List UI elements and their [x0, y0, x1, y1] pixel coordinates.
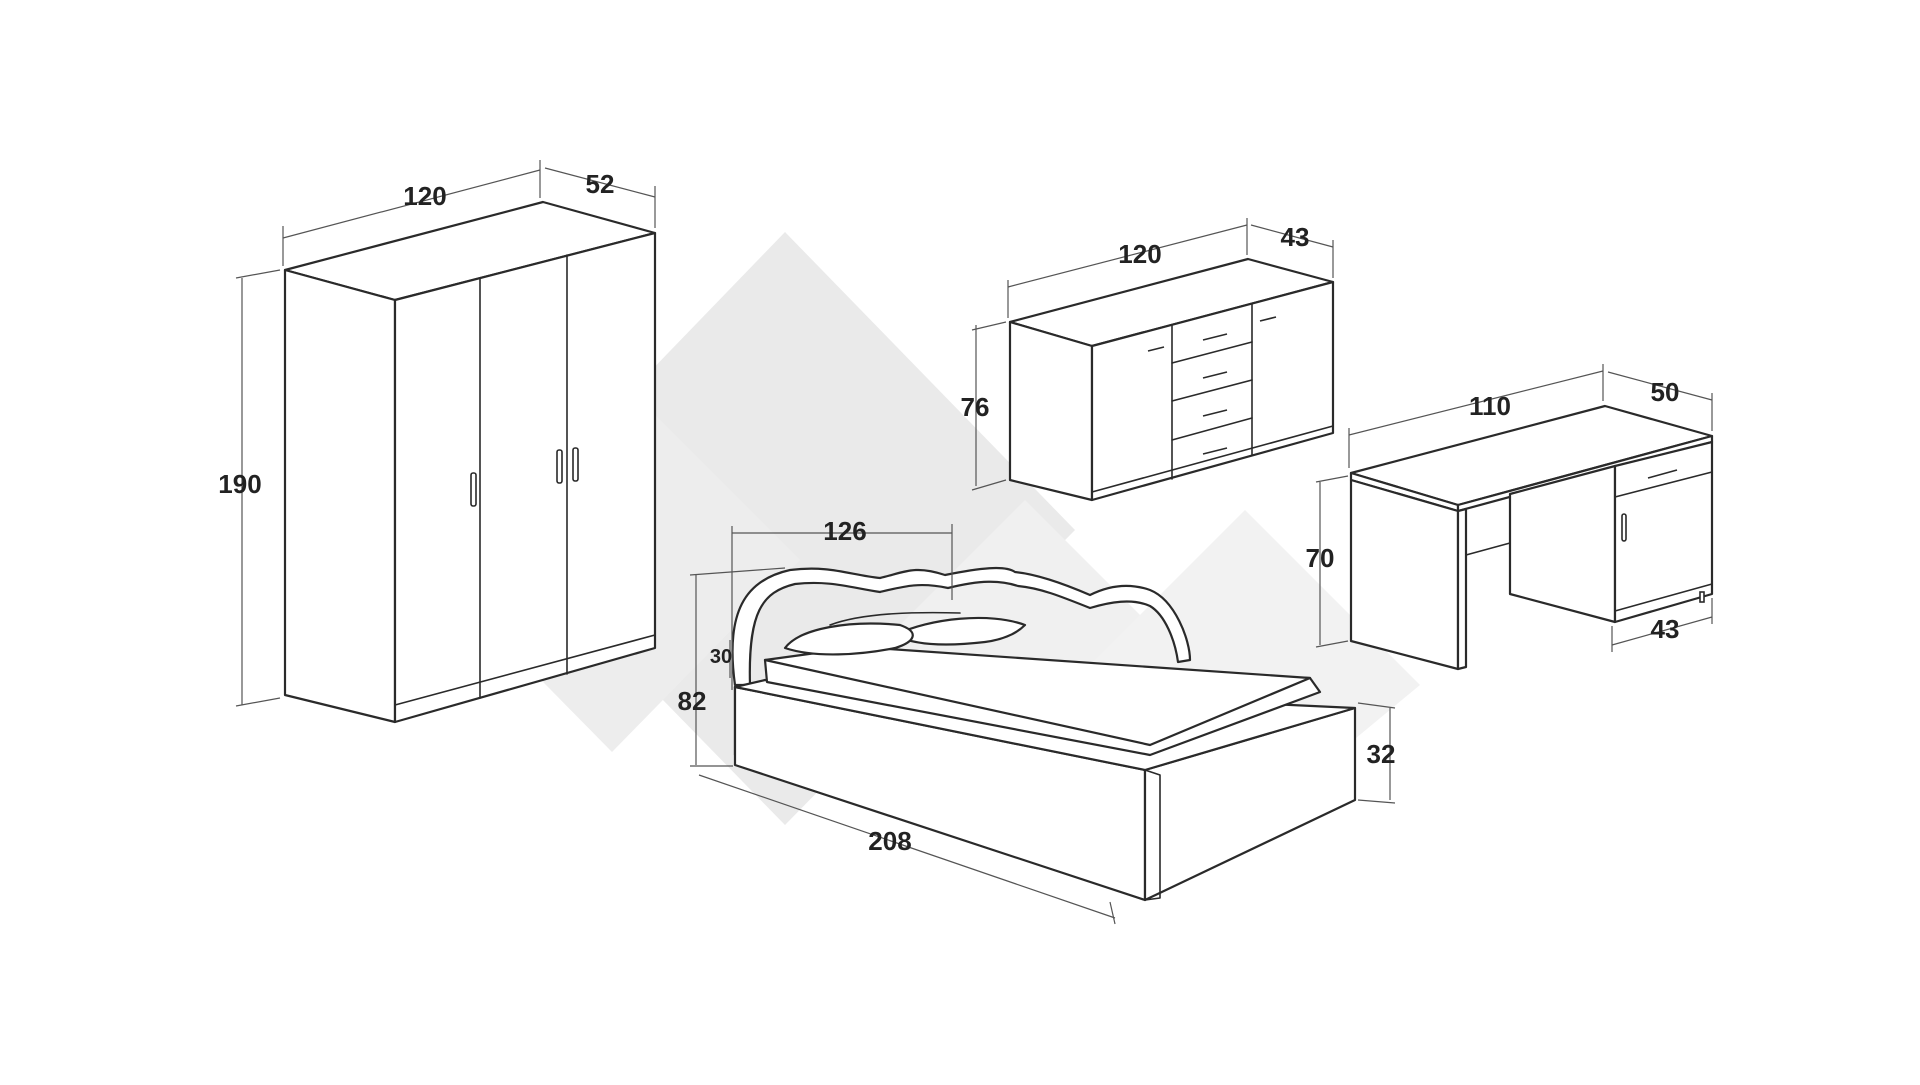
wardrobe-height-label: 190 — [218, 469, 261, 499]
sideboard-drawer-handle-3 — [1202, 409, 1228, 417]
desk-dimension-lines — [1315, 364, 1713, 652]
sideboard — [1008, 257, 1335, 502]
desk-modesty-panel — [1465, 507, 1511, 556]
wardrobe-dimension-lines — [235, 160, 656, 707]
desk-cabinet-depth-label: 43 — [1651, 614, 1680, 644]
sideboard-drawer-handle-2 — [1202, 371, 1228, 379]
sideboard-drawer-handle-4 — [1202, 447, 1228, 455]
desk-drawer-line — [1614, 471, 1713, 498]
desk-height-label: 70 — [1306, 543, 1335, 573]
sideboard-handle-left — [1147, 346, 1165, 352]
bed-dimension-lines — [689, 524, 1396, 925]
bed-headboard-height-label: 82 — [678, 686, 707, 716]
wardrobe-plinth-line — [394, 634, 656, 706]
desk-drawer-handle — [1647, 469, 1678, 479]
desk-left-panel-front — [1456, 507, 1468, 671]
sideboard-drawer-handle-1 — [1202, 333, 1228, 341]
desk — [1349, 404, 1714, 671]
wardrobe-width-label: 120 — [403, 181, 446, 211]
bed-headboard — [731, 566, 1192, 687]
sideboard-depth-label: 43 — [1281, 222, 1310, 252]
desk-plinth-line — [1614, 583, 1713, 612]
desk-depth-label: 50 — [1651, 377, 1680, 407]
wardrobe-depth-label: 52 — [586, 169, 615, 199]
sideboard-width-label: 120 — [1118, 239, 1161, 269]
desk-pedestal-front — [1613, 440, 1714, 624]
sideboard-drawer-line-1 — [1171, 341, 1253, 364]
desk-left-panel-side — [1349, 478, 1460, 671]
bed-headboard-width-label: 126 — [823, 516, 866, 546]
wardrobe-handle-2 — [556, 449, 563, 484]
wardrobe — [283, 200, 657, 724]
sideboard-dimension-lines — [971, 218, 1334, 491]
bed-length-label: 208 — [868, 826, 911, 856]
bed-headboard-offset-label: 30 — [710, 646, 732, 668]
bed — [731, 566, 1357, 902]
desk-foot-right — [1699, 591, 1705, 603]
sideboard-drawer-line-3 — [1171, 417, 1253, 441]
desk-door-handle — [1621, 513, 1627, 542]
bed-frame-corner — [1144, 769, 1161, 901]
wardrobe-handle-3 — [572, 447, 579, 482]
sideboard-side — [1008, 320, 1094, 502]
desk-pedestal-side — [1508, 464, 1617, 624]
sideboard-plinth-line — [1091, 425, 1334, 493]
sideboard-handle-right — [1259, 316, 1277, 322]
bed-base-height-label: 32 — [1367, 739, 1396, 769]
wardrobe-side — [283, 268, 397, 724]
wardrobe-handle-1 — [470, 472, 477, 507]
bed-pillow-right — [893, 616, 1027, 646]
bed-pillow-left — [783, 622, 914, 656]
sideboard-drawer-line-2 — [1171, 379, 1253, 402]
bed-headboard-cushion — [829, 611, 961, 626]
wardrobe-front — [393, 231, 657, 724]
desk-width-label: 110 — [1469, 391, 1511, 421]
sideboard-height-label: 76 — [961, 392, 990, 422]
